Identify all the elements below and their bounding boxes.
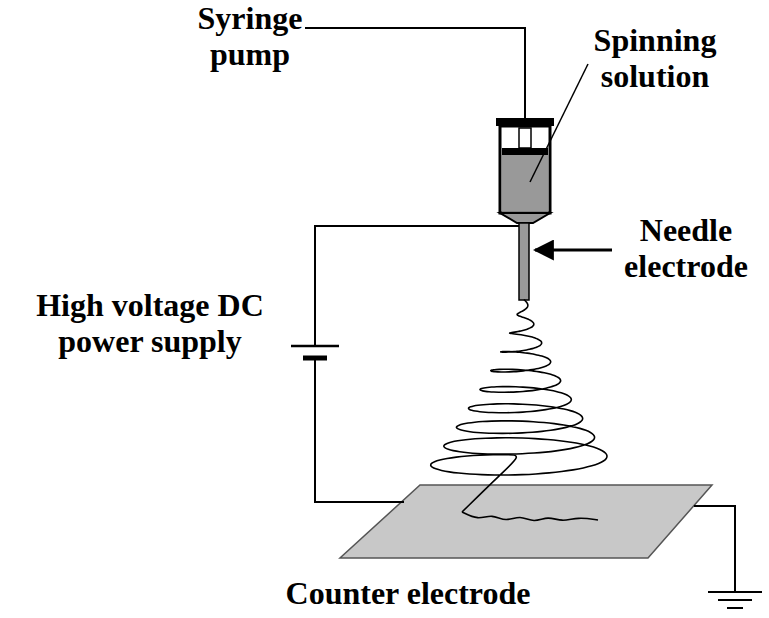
ground-symbol xyxy=(708,591,762,593)
spinning-solution xyxy=(502,154,548,211)
power-wire xyxy=(315,226,519,346)
ground-wire xyxy=(315,358,404,502)
ground-lead xyxy=(694,506,735,592)
leader-line xyxy=(530,64,588,182)
battery-plate-short xyxy=(303,356,327,361)
syringe-tip xyxy=(500,213,550,223)
part-label: High voltage DC power supply xyxy=(10,287,290,359)
counter-electrode-plate xyxy=(340,485,712,558)
plunger-thumb xyxy=(496,118,554,126)
ground-symbol xyxy=(718,599,752,601)
syringe-barrel xyxy=(500,126,550,213)
plunger-rod xyxy=(519,128,531,148)
part-label: Counter electrode xyxy=(258,575,558,611)
polymer-jet xyxy=(431,300,607,512)
deposited-fiber xyxy=(462,512,598,521)
part-label: Needle electrode xyxy=(606,212,766,284)
ground-symbol xyxy=(727,607,743,609)
part-label: Syringe pump xyxy=(175,0,325,72)
pump-wire xyxy=(305,28,525,120)
battery-plate-long xyxy=(291,345,339,348)
pointer-arrow xyxy=(535,249,612,252)
plunger-head xyxy=(502,148,548,155)
needle xyxy=(519,223,529,300)
part-label: Spinning solution xyxy=(565,22,745,94)
